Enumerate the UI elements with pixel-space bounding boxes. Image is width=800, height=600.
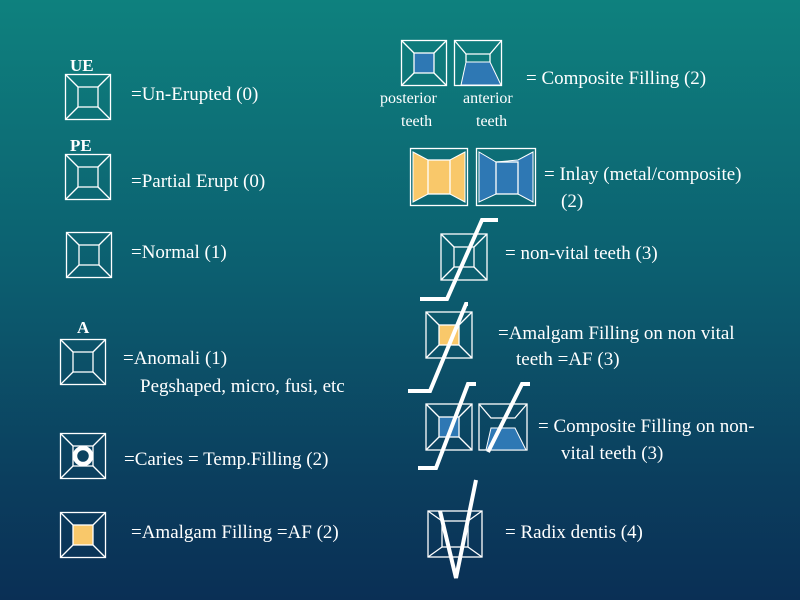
composite-posterior-label: posterior (380, 90, 437, 107)
normal-tooth-icon (65, 231, 113, 279)
radix-label: = Radix dentis (4) (505, 522, 643, 543)
amalgam-nonvital-label-line1: =Amalgam Filling on non vital (498, 323, 735, 344)
composite-nonvital-label-line1: = Composite Filling on non- (538, 416, 755, 437)
amalgam-tooth-icon (59, 511, 107, 559)
nonvital-tooth-icon (420, 218, 498, 301)
partial-label: =Partial Erupt (0) (131, 171, 266, 192)
normal-label: =Normal (1) (131, 242, 227, 263)
composite-label: = Composite Filling (2) (526, 68, 707, 89)
unerupted-code: UE (70, 56, 94, 75)
partial-code: PE (70, 136, 92, 155)
inlay-metal-tooth-icon (409, 147, 469, 207)
inlay-label-line2: (2) (561, 191, 584, 212)
composite-posterior-tooth-icon (400, 39, 448, 87)
nonvital-label: = non-vital teeth (3) (505, 243, 658, 264)
anomali-tooth-icon (59, 338, 107, 386)
caries-tooth-icon (59, 432, 107, 480)
composite-anterior-tooth-icon (453, 39, 503, 87)
amalgam-nonvital-tooth-icon (408, 302, 473, 393)
partial-tooth-icon (64, 153, 112, 201)
composite-anterior-teeth-label: teeth (476, 113, 508, 130)
anomali-sublabel: Pegshaped, micro, fusi, etc (140, 376, 345, 397)
amalgam-label: =Amalgam Filling =AF (2) (131, 522, 339, 543)
composite-posterior-teeth-label: teeth (401, 113, 433, 130)
unerupted-tooth-icon (64, 73, 112, 121)
caries-label: =Caries = Temp.Filling (2) (124, 449, 329, 470)
anomali-code: A (77, 318, 90, 337)
composite-nonvital-tooth-icon (418, 382, 530, 470)
composite-nonvital-label-line2: vital teeth (3) (561, 443, 664, 464)
amalgam-nonvital-label-line2: teeth =AF (3) (516, 349, 620, 370)
radix-tooth-icon (427, 479, 483, 579)
inlay-composite-tooth-icon (475, 147, 537, 207)
inlay-label-line1: = Inlay (metal/composite) (544, 164, 742, 185)
anomali-label: =Anomali (1) (123, 348, 228, 369)
unerupted-label: =Un-Erupted (0) (131, 84, 259, 105)
composite-anterior-label: anterior (463, 90, 513, 107)
